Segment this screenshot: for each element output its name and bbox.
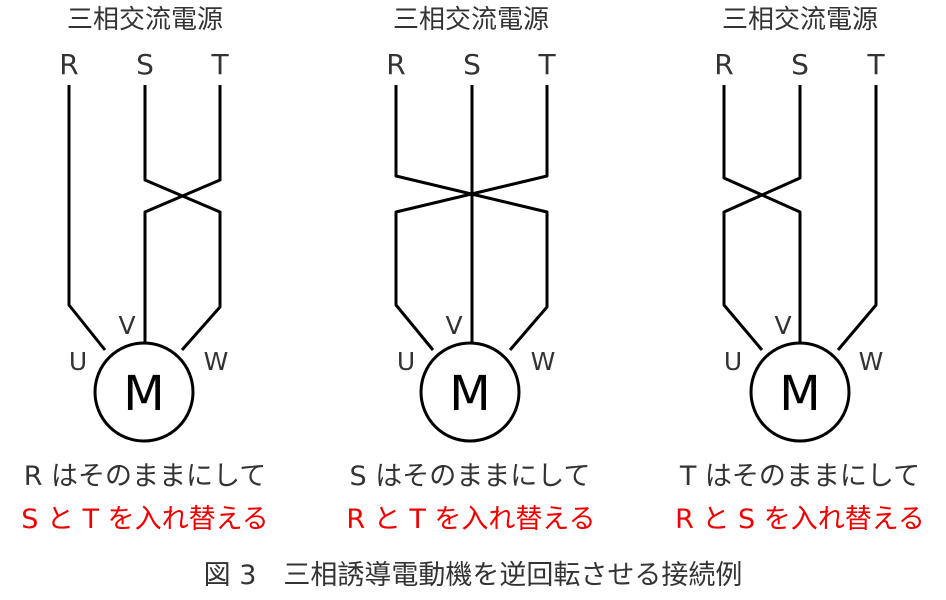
motor-circle (419, 341, 521, 443)
terminal-s-label: S (136, 48, 154, 81)
wire-t (836, 85, 878, 351)
panel-swap: R と T を入れ替える (346, 504, 595, 535)
terminal-v-label: V (445, 311, 462, 340)
panel-note: S はそのままにして (350, 461, 591, 492)
panel-note: T はそのままにして (679, 461, 920, 492)
terminal-u-label: U (724, 347, 742, 376)
wire-s (143, 85, 222, 351)
panel-2: 三相交流電源 R S T M U V W S はそのままにして R と T を入… (346, 5, 595, 535)
motor-label: M (779, 366, 820, 422)
panel-3: 三相交流電源 R S T M U V W T はそのままにして R と S を入… (675, 5, 925, 535)
source-title: 三相交流電源 (393, 5, 549, 35)
panel-1: 三相交流電源 R S T M U V W R はそのままにして S と T を入… (21, 5, 269, 535)
terminal-t-label: T (210, 48, 229, 81)
terminal-v-label: V (774, 311, 791, 340)
source-title: 三相交流電源 (722, 5, 878, 35)
terminal-t-label: T (866, 48, 885, 81)
terminal-u-label: U (397, 347, 415, 376)
motor-circle (749, 341, 851, 443)
terminal-u-label: U (69, 347, 87, 376)
panel-swap: R と S を入れ替える (675, 504, 925, 535)
figure-caption: 図 3 三相誘導電動機を逆回転させる接続例 (203, 560, 743, 591)
terminal-r-label: R (386, 48, 405, 81)
terminal-r-label: R (59, 48, 78, 81)
panel-swap: S と T を入れ替える (21, 504, 269, 535)
terminal-s-label: S (463, 48, 481, 81)
motor-label: M (123, 366, 164, 422)
wire-t (394, 85, 549, 351)
terminal-w-label: W (859, 347, 884, 376)
wire-t (143, 85, 222, 343)
motor-circle (93, 341, 195, 443)
motor-label: M (449, 366, 490, 422)
terminal-s-label: S (791, 48, 809, 81)
terminal-t-label: T (537, 48, 556, 81)
terminal-w-label: W (204, 347, 229, 376)
wire-r (394, 85, 549, 351)
panel-note: R はそのままにして (24, 461, 267, 492)
wire-r (67, 85, 107, 351)
terminal-v-label: V (118, 311, 135, 340)
wire-s (722, 85, 802, 351)
terminal-r-label: R (714, 48, 733, 81)
terminal-w-label: W (531, 347, 556, 376)
wire-r (722, 85, 802, 343)
source-title: 三相交流電源 (67, 5, 223, 35)
